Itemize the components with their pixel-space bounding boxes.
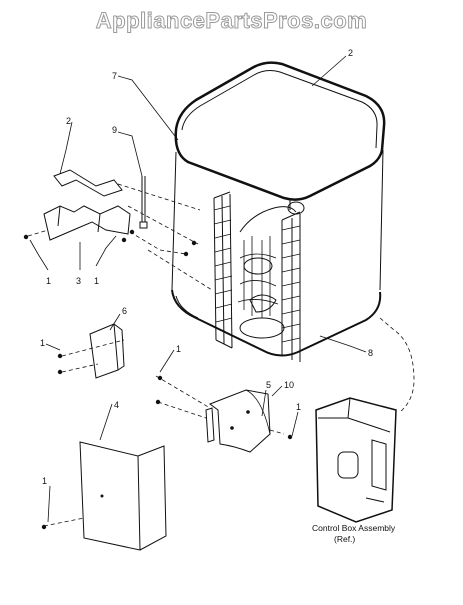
part-3-bracket <box>43 205 131 241</box>
leader-lines <box>29 55 367 523</box>
control-box-assembly <box>315 397 397 523</box>
callout-labels: 2 2 7 9 1 3 1 6 1 1 8 5 10 1 4 1 Control… <box>40 48 396 544</box>
callout-1-center: 1 <box>176 344 181 354</box>
callout-1-panel: 1 <box>40 338 45 348</box>
part-5-bracket <box>205 389 271 453</box>
callout-5: 5 <box>266 380 271 390</box>
callout-1-bracket: 1 <box>296 402 301 412</box>
callout-7: 7 <box>112 71 117 81</box>
callout-10: 10 <box>284 380 294 390</box>
fastener-points <box>23 229 293 530</box>
callout-1-bracket-right: 1 <box>94 276 99 286</box>
control-box-caption: Control Box Assembly <box>312 523 396 533</box>
part-9-rod <box>139 176 148 229</box>
callout-6: 6 <box>122 306 127 316</box>
callout-3: 3 <box>76 276 81 286</box>
cabinet-assembly <box>171 61 386 362</box>
callout-2-left: 2 <box>66 116 71 126</box>
callout-1-bracket-left: 1 <box>46 276 51 286</box>
callout-8: 8 <box>368 348 373 358</box>
part-4-panel <box>79 441 167 551</box>
control-box-ref: (Ref.) <box>334 534 355 544</box>
callout-2-top: 2 <box>348 48 353 58</box>
part-6-panel <box>89 323 125 379</box>
callout-1-bottom: 1 <box>42 476 47 486</box>
callout-4: 4 <box>114 400 119 410</box>
assembly-dashed-lines <box>27 183 415 527</box>
part-2-bracket <box>53 169 123 197</box>
callout-9: 9 <box>112 125 117 135</box>
watermark-logo: AppliancePartsPros.com <box>95 8 368 34</box>
